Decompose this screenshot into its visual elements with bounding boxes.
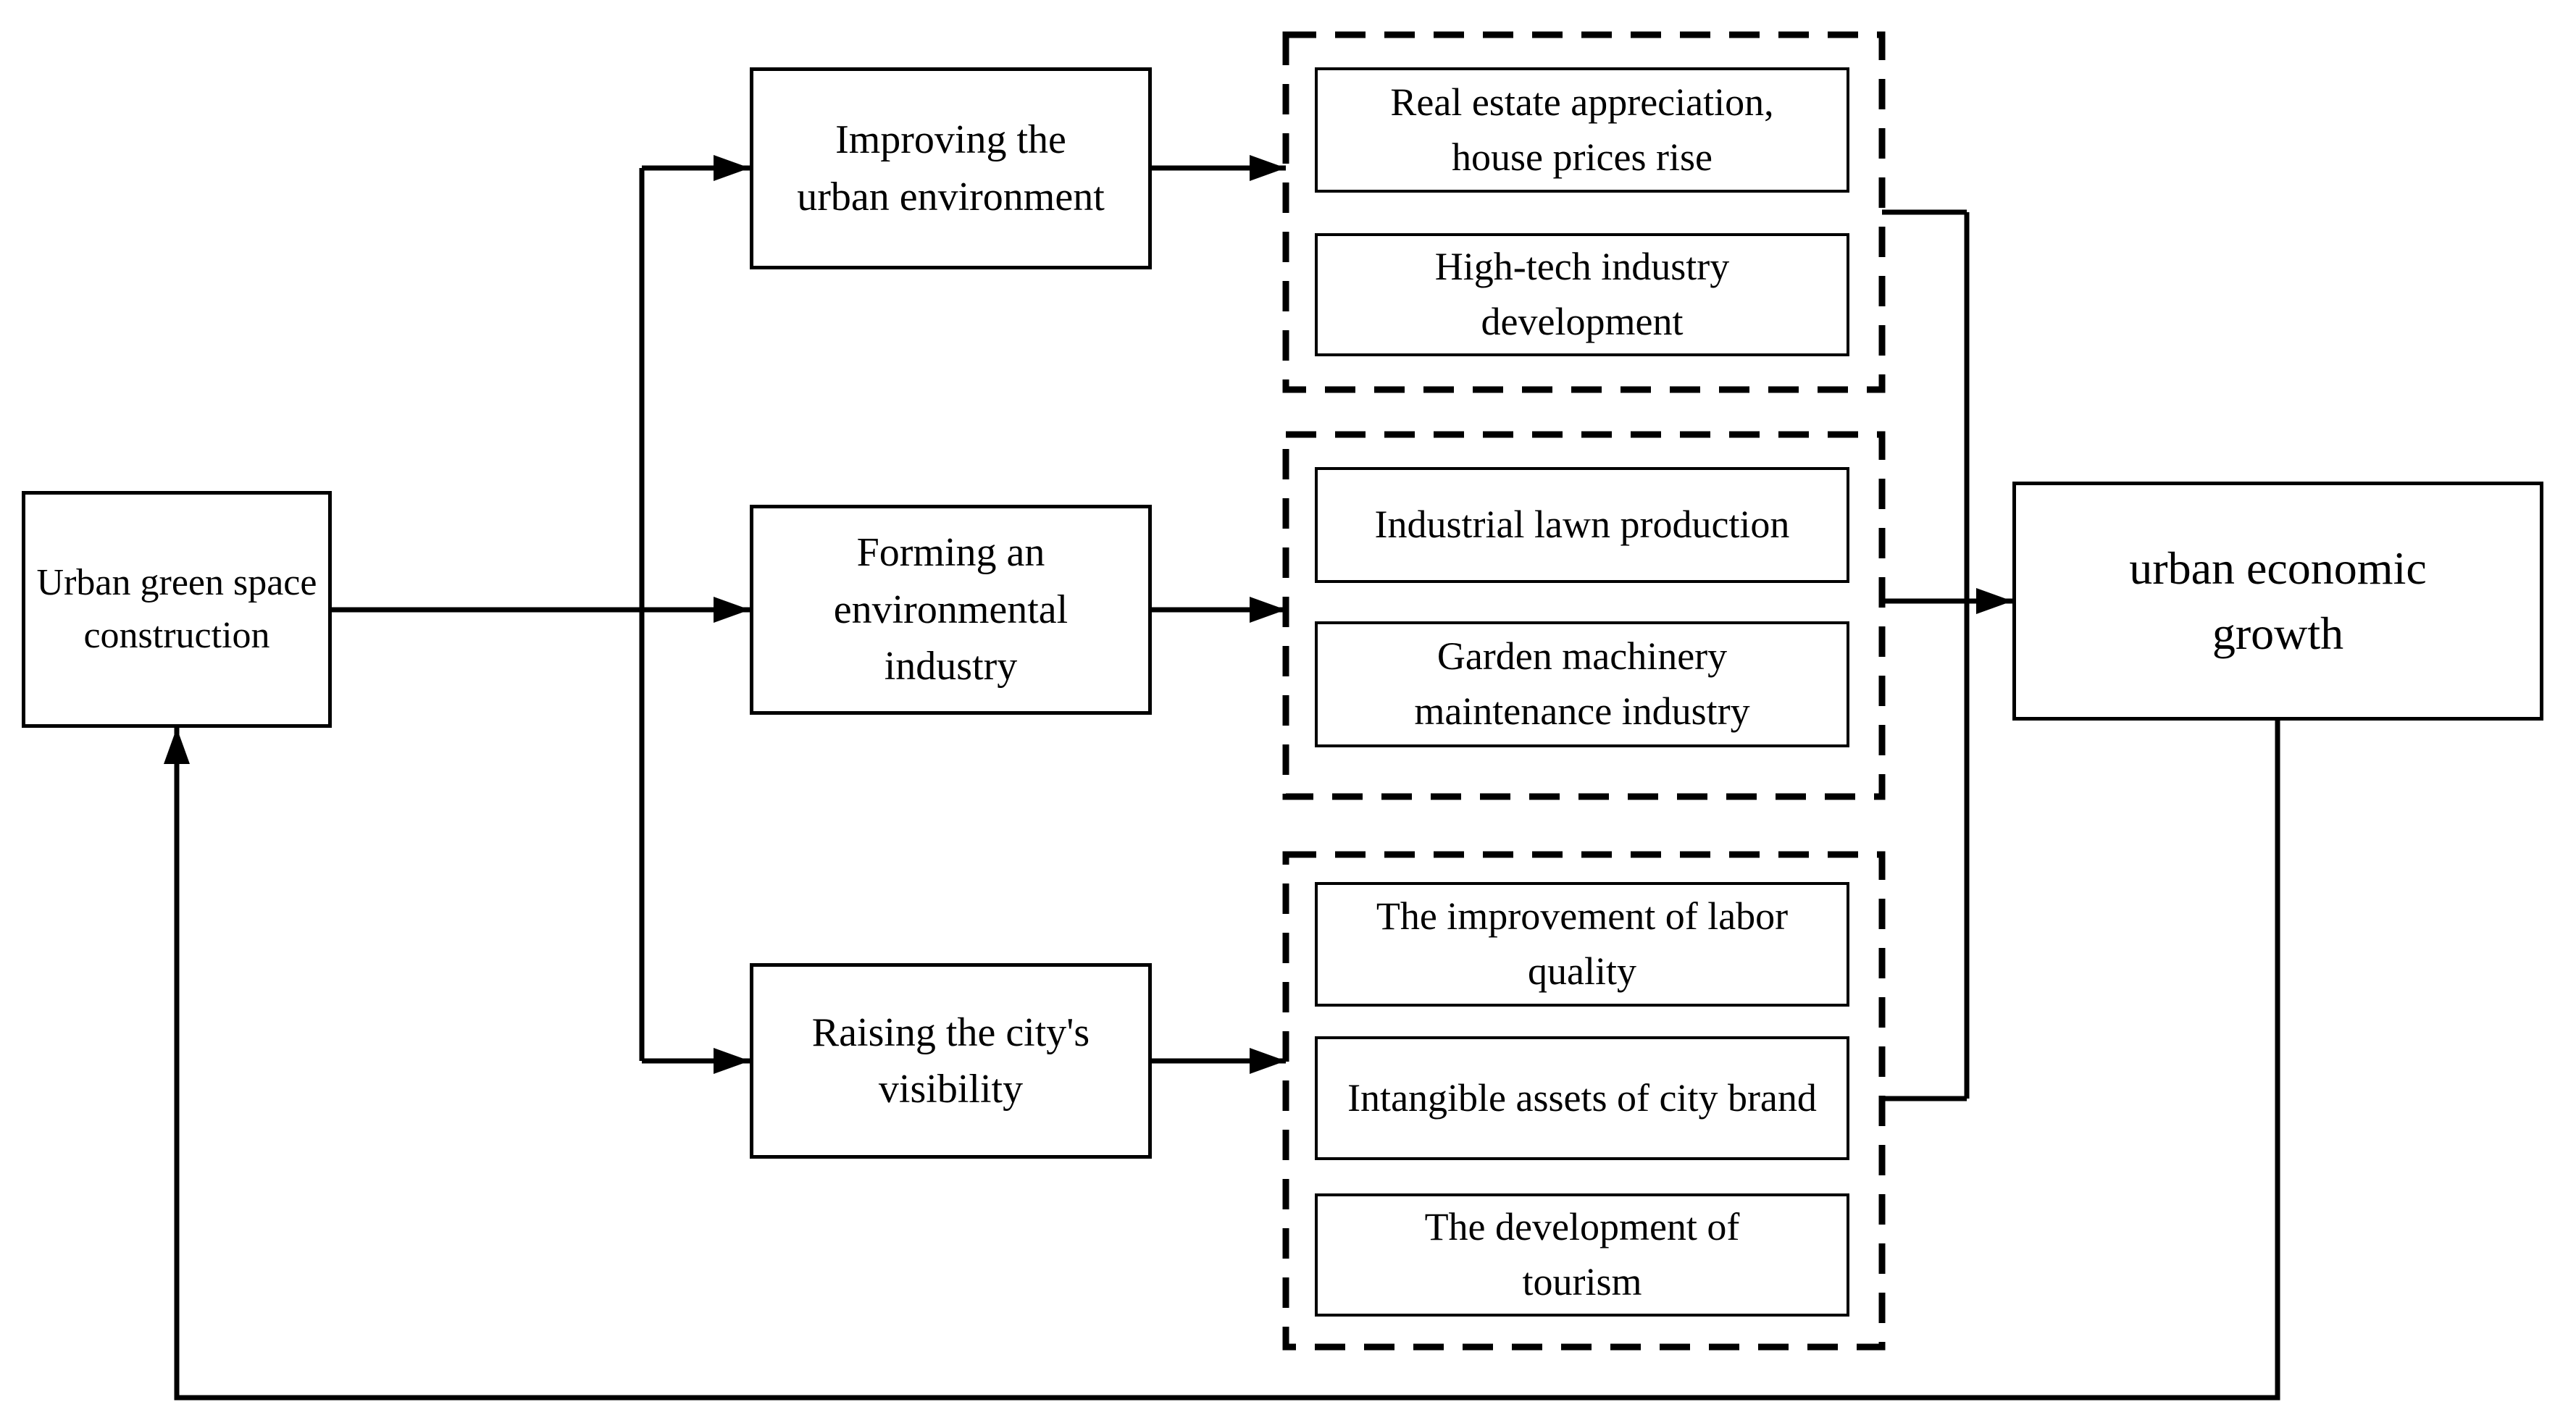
outcome-group-frame-1	[1282, 31, 1886, 393]
outcome-box-lawn-production: Industrial lawn production	[1315, 467, 1849, 583]
outcome-box-real-estate: Real estate appreciation, house prices r…	[1315, 67, 1849, 193]
outcome-box-labor-quality: The improvement of labor quality	[1315, 882, 1849, 1007]
source-box: Urban green space construction	[22, 491, 332, 728]
sink-box: urban economic growth	[2012, 482, 2543, 721]
outcome-group-frame-2	[1282, 431, 1886, 800]
outcome-box-tourism: The development of tourism	[1315, 1193, 1849, 1317]
outcome-box-high-tech: High-tech industry development	[1315, 233, 1849, 356]
mediator-box-environmental-industry: Forming an environmental industry	[750, 505, 1152, 715]
outcome-box-city-brand: Intangible assets of city brand	[1315, 1036, 1849, 1160]
feedback-loop-arrow	[164, 721, 2280, 1401]
outcome-box-garden-machinery: Garden machinery maintenance industry	[1315, 621, 1849, 747]
mediator-box-improving-urban-environment: Improving the urban environment	[750, 67, 1152, 269]
mediator-box-city-visibility: Raising the city's visibility	[750, 963, 1152, 1159]
